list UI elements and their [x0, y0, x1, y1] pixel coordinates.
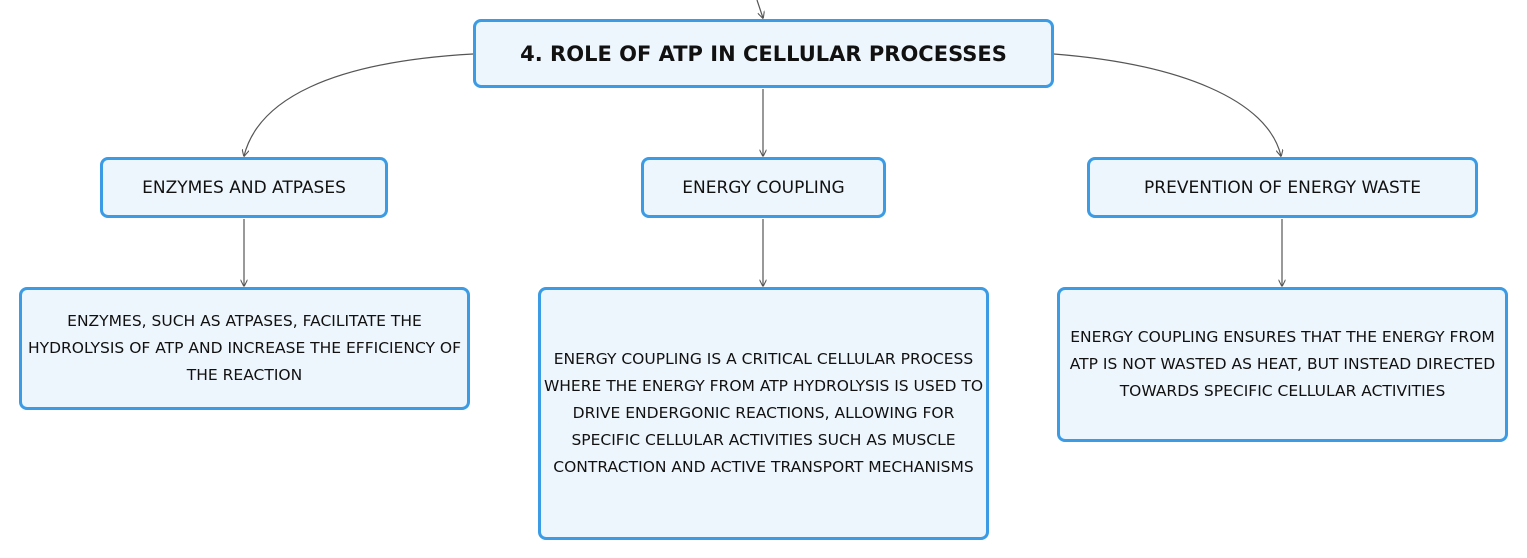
- root-node-label: 4. ROLE OF ATP IN CELLULAR PROCESSES: [520, 41, 1007, 66]
- branch-node-prevention-of-energy-waste[interactable]: PREVENTION OF ENERGY WASTE: [1087, 157, 1478, 218]
- root-node[interactable]: 4. ROLE OF ATP IN CELLULAR PROCESSES: [473, 19, 1054, 88]
- detail-node-text: ENZYMES, SUCH AS ATPASES, FACILITATE THE…: [27, 312, 462, 384]
- branch-node-enzymes-and-atpases[interactable]: ENZYMES AND ATPASES: [100, 157, 388, 218]
- connector-root-to-enzymes: [244, 53, 474, 156]
- detail-node-energy-coupling[interactable]: ENERGY COUPLING IS A CRITICAL CELLULAR P…: [538, 287, 989, 540]
- branch-node-label: PREVENTION OF ENERGY WASTE: [1144, 177, 1421, 198]
- detail-node-prevention-of-energy-waste[interactable]: ENERGY COUPLING ENSURES THAT THE ENERGY …: [1057, 287, 1508, 442]
- connector-root-to-energy-waste: [1053, 53, 1281, 156]
- detail-node-text: ENERGY COUPLING IS A CRITICAL CELLULAR P…: [543, 350, 984, 476]
- incoming-connector: [756, 0, 763, 18]
- branch-node-label: ENERGY COUPLING: [682, 177, 845, 198]
- branch-node-energy-coupling[interactable]: ENERGY COUPLING: [641, 157, 886, 218]
- detail-node-text: ENERGY COUPLING ENSURES THAT THE ENERGY …: [1069, 328, 1496, 400]
- detail-node-enzymes-and-atpases[interactable]: ENZYMES, SUCH AS ATPASES, FACILITATE THE…: [19, 287, 470, 410]
- branch-node-label: ENZYMES AND ATPASES: [142, 177, 346, 198]
